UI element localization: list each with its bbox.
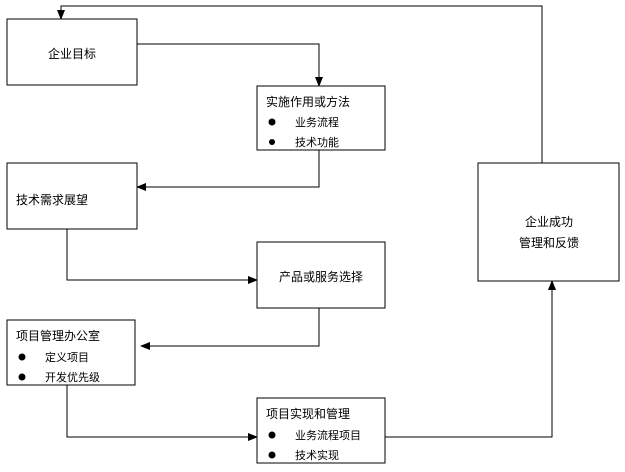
- bullet-icon: [268, 431, 276, 439]
- bullet-icon: [269, 139, 275, 145]
- node-product-select-title: 产品或服务选择: [279, 269, 363, 284]
- node-pmo-bullet: 定义项目: [45, 350, 89, 364]
- node-implementation-bullet: 技术实现: [295, 448, 339, 462]
- node-implementation: 项目实现和管理 业务流程项目 技术实现: [256, 397, 386, 464]
- node-success-title-line: 企业成功: [525, 214, 573, 229]
- node-goal-title: 企业目标: [48, 46, 96, 61]
- node-methods-bullet: 技术功能: [295, 135, 339, 149]
- node-pmo-bullet: 开发优先级: [45, 370, 100, 384]
- node-goal: 企业目标: [6, 18, 138, 86]
- arrow-pmo-to-implementation: [66, 385, 258, 441]
- bullet-icon: [268, 451, 276, 459]
- node-pmo-title: 项目管理办公室: [16, 328, 100, 343]
- node-pmo: 项目管理办公室 定义项目 开发优先级: [6, 319, 136, 386]
- arrow-tech_outlook-to-product_select: [66, 229, 258, 284]
- node-tech-outlook-title: 技术需求展望: [16, 193, 88, 207]
- bullet-icon: [18, 373, 26, 381]
- node-methods-bullet: 业务流程: [295, 115, 339, 129]
- node-success: 企业成功 管理和反馈: [477, 162, 620, 282]
- node-implementation-title: 项目实现和管理: [266, 406, 350, 421]
- arrow-methods-to-tech_outlook: [136, 150, 320, 191]
- node-methods: 实施作用或方法 业务流程 技术功能: [256, 85, 386, 151]
- bullet-icon: [18, 353, 26, 361]
- node-product-select: 产品或服务选择: [256, 241, 386, 309]
- arrow-product_select-to-pmo: [140, 308, 320, 350]
- node-implementation-bullet: 业务流程项目: [295, 428, 361, 442]
- node-methods-title: 实施作用或方法: [266, 94, 350, 109]
- arrow-success-to-goal: [57, 5, 543, 163]
- arrow-goal-to-methods: [137, 43, 323, 87]
- node-tech-outlook: 技术需求展望: [6, 162, 138, 230]
- node-success-title-line: 管理和反馈: [519, 235, 579, 250]
- arrow-implementation-to-success: [385, 280, 556, 438]
- bullet-icon: [268, 118, 276, 126]
